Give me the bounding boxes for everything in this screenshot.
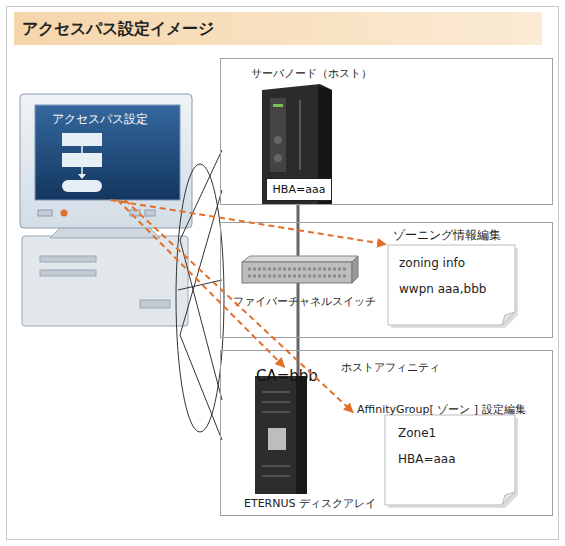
hba-label-box: HBA=aaa — [266, 178, 332, 201]
switch-zone-box: ファイバーチャネルスイッチ ゾーニング情報編集 zoning info wwpn aa… — [220, 222, 553, 338]
title-text: アクセスパス設定イメージ — [22, 19, 214, 40]
storage-zone-box: ホストアフィニティCA=bbbETERNUS ディスクアレイAffinityGr… — [220, 350, 553, 516]
network-line — [180, 150, 222, 240]
switch-top — [242, 256, 358, 262]
monitor-button — [130, 210, 140, 216]
network-line — [180, 190, 222, 335]
storage-tower — [255, 376, 307, 494]
storage-stripe — [262, 412, 290, 413]
drive-slot — [140, 300, 170, 308]
server-stripe — [299, 100, 301, 170]
switch-ports — [248, 275, 346, 278]
storage-unit: CA=bbbETERNUS ディスクアレイ — [241, 367, 386, 513]
note-paper — [388, 245, 515, 325]
storage-stripe — [262, 392, 290, 393]
monitor-button — [145, 210, 155, 216]
monitor-screen: アクセスパス設定 — [35, 105, 180, 200]
node-text: wwpn aaa,bbb — [399, 282, 486, 296]
server-button — [274, 136, 282, 144]
node-text: zoning info — [399, 256, 465, 270]
zoning-note: ゾーニング情報編集 zoning info wwpn aaa,bbb — [386, 228, 521, 330]
switch-ports — [248, 268, 346, 271]
switch-front — [242, 262, 352, 283]
node-text: アクセスパス設定 — [52, 112, 148, 126]
node-text: ファイバーチャネルスイッチ — [233, 295, 376, 308]
server-zone-box: サーバノード（ホスト） HBA=aaa — [220, 58, 553, 205]
flow-box — [62, 153, 102, 167]
node-text: HBA=aaa — [398, 452, 456, 466]
note-fold — [502, 492, 515, 505]
flow-line — [81, 146, 83, 153]
node-text: HBA=aaa — [267, 183, 331, 196]
server-tower — [262, 84, 332, 205]
fc-cable — [297, 205, 300, 258]
node-text: ETERNUS ディスクアレイ — [244, 497, 376, 510]
server-lamp — [273, 104, 283, 107]
node-text: AffinityGroup[ ゾーン ] 設定編集 — [357, 403, 526, 416]
server-button — [274, 154, 282, 162]
drive-slot — [40, 256, 96, 262]
outer-frame — [7, 7, 559, 540]
dashed-arrow — [125, 200, 353, 412]
title-band — [14, 12, 542, 45]
monitor-screen-surface — [35, 105, 180, 200]
flow-terminal — [62, 180, 102, 192]
storage-stripe — [262, 466, 290, 467]
server-panel — [270, 98, 286, 172]
switch-side — [352, 256, 358, 283]
node-text: ホストアフィニティ — [341, 361, 440, 374]
dashed-arrow — [118, 200, 285, 367]
storage-stripe — [262, 402, 290, 403]
monitor-bezel — [20, 94, 192, 228]
desktop-body — [22, 236, 188, 326]
drive-slot — [40, 270, 96, 276]
storage-stripe — [262, 476, 290, 477]
storage-panel — [268, 428, 286, 450]
flow-arrowhead — [78, 174, 86, 179]
note-paper — [385, 415, 515, 505]
monitor-button — [38, 210, 52, 216]
node-text: サーバノード（ホスト） — [251, 67, 372, 80]
note-fold — [502, 312, 515, 325]
network-ellipse — [176, 164, 224, 432]
flow-box — [62, 133, 102, 146]
flow-line — [81, 167, 83, 175]
affinity-note: AffinityGroup[ ゾーン ] 設定編集 Zone1HBA=aaa — [353, 399, 523, 509]
dashed-arrow — [110, 200, 386, 244]
network-line — [180, 335, 222, 440]
node-text: ゾーニング情報編集 — [393, 228, 501, 242]
node-text: Zone1 — [398, 426, 436, 440]
node-text: CA=bbb — [256, 367, 318, 385]
network-line — [178, 280, 222, 290]
storage-side — [296, 376, 307, 494]
power-lamp — [61, 210, 68, 217]
